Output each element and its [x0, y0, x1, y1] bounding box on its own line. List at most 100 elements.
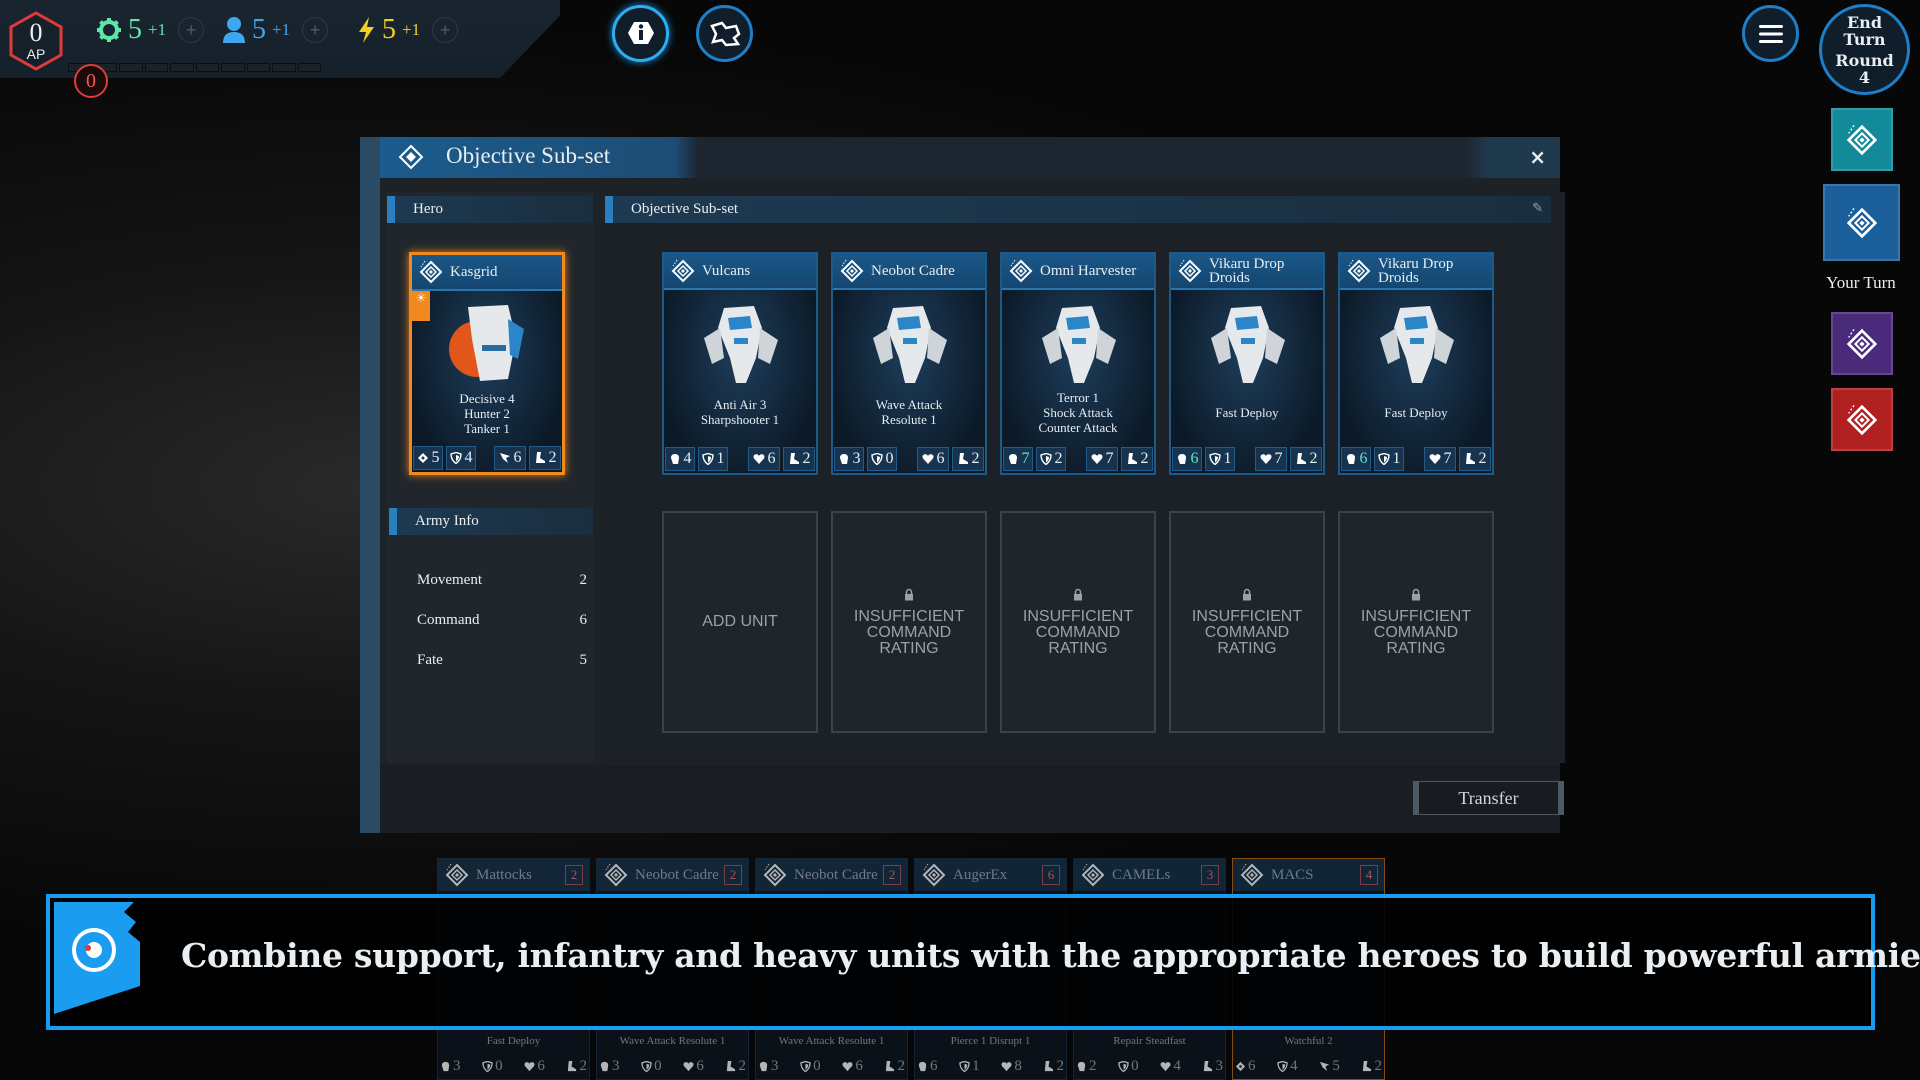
- army-info-label: Fate: [417, 652, 443, 668]
- stat-morale: 6: [494, 446, 526, 470]
- resource-value: 5: [382, 14, 396, 45]
- stat-value: 3: [453, 1058, 461, 1074]
- end-turn-line2: Turn: [1843, 29, 1886, 49]
- stat: 6: [1235, 1058, 1256, 1075]
- objective-subset-dialog: Objective Sub-set × Hero Objective Sub-s…: [360, 137, 1565, 833]
- slot-label: INSUFFICIENT COMMAND RATING: [1360, 607, 1472, 657]
- stat-value: 2: [738, 1058, 746, 1074]
- player-turn-tile[interactable]: [1831, 388, 1893, 451]
- faction-diamond-icon: [1240, 863, 1264, 887]
- edit-pencil-icon[interactable]: ✎: [1532, 200, 1543, 215]
- card-name: Neobot Cadre: [794, 866, 878, 883]
- gear-icon: [97, 18, 121, 42]
- stat-health: 7: [1255, 447, 1287, 471]
- stat-movement: 2: [783, 447, 815, 471]
- fist-icon: [1177, 454, 1186, 464]
- shield-icon: [870, 453, 883, 465]
- stat: 0: [482, 1058, 503, 1075]
- stat-value: 2: [1056, 1058, 1064, 1074]
- stat-value: 6: [696, 1058, 704, 1074]
- unit-cost: 6: [1042, 865, 1060, 885]
- territory-icon: [709, 21, 740, 46]
- stat: 2: [884, 1058, 905, 1075]
- menu-button[interactable]: [1742, 5, 1799, 62]
- faction-diamond-icon: [1846, 124, 1878, 155]
- stat-value: 2: [579, 1058, 587, 1074]
- heart-icon: [753, 454, 764, 464]
- stat: 2: [1361, 1058, 1382, 1075]
- stat-value: 0: [813, 1058, 821, 1074]
- alert-counter[interactable]: 0: [74, 64, 108, 98]
- player-turn-tile[interactable]: [1831, 312, 1893, 375]
- slot-label: INSUFFICIENT COMMAND RATING: [1022, 607, 1134, 657]
- heart-icon: [1260, 454, 1271, 464]
- info-button[interactable]: [612, 5, 669, 62]
- stat-value: 8: [1014, 1058, 1022, 1074]
- unit-portrait-frame: [1360, 298, 1472, 388]
- lock-icon: [1074, 588, 1082, 600]
- add-resource-button[interactable]: +: [432, 17, 459, 43]
- hero-sun-icon: ☀: [412, 291, 430, 321]
- stat-value: 2: [971, 450, 980, 467]
- trait: Decisive 4: [459, 391, 515, 406]
- card-name: Neobot Cadre: [871, 263, 955, 279]
- stat-movement: 2: [529, 446, 561, 470]
- player-turn-tile[interactable]: [1831, 108, 1893, 171]
- stat-value: 3: [1215, 1058, 1223, 1074]
- card-traits: Watchful 2: [1284, 1035, 1333, 1047]
- add-resource-button[interactable]: +: [178, 17, 205, 43]
- shield-icon: [449, 452, 462, 464]
- stat: 4: [1277, 1058, 1298, 1075]
- stat-value: 2: [802, 450, 811, 467]
- card-header: Kasgrid: [412, 255, 562, 291]
- card-traits: Wave Attack Resolute 1: [778, 1035, 885, 1047]
- card-name: CAMELs: [1112, 866, 1171, 883]
- hero-portrait-art: [449, 305, 524, 381]
- fist-icon: [1008, 454, 1017, 464]
- stat-movement: 2: [1121, 447, 1153, 471]
- card-name: Vulcans: [702, 263, 751, 279]
- add-unit-slot[interactable]: ADD UNIT: [662, 511, 818, 733]
- fist-icon: [839, 454, 848, 464]
- resource-increment: +1: [148, 20, 167, 39]
- shield-icon: [482, 1061, 493, 1072]
- locked-unit-slot: INSUFFICIENT COMMAND RATING: [1338, 511, 1494, 733]
- locked-unit-slot: INSUFFICIENT COMMAND RATING: [831, 511, 987, 733]
- close-icon[interactable]: ×: [1529, 145, 1546, 169]
- faction-flag-icon: [54, 902, 140, 1014]
- add-resource-button[interactable]: +: [302, 17, 329, 43]
- resource-value: 5: [252, 14, 266, 45]
- stat-value: 1: [716, 450, 725, 467]
- stat-attack: 4: [665, 447, 695, 471]
- trait: Terror 1: [1056, 390, 1100, 405]
- stat-value: 2: [1309, 450, 1318, 467]
- map-button[interactable]: [696, 5, 753, 62]
- card-header: Vikaru Drop Droids: [1340, 254, 1492, 290]
- stat-value: 0: [654, 1058, 662, 1074]
- trait: Shock Attack: [1043, 405, 1113, 420]
- round-label: Round: [1835, 50, 1894, 70]
- player-turn-tile[interactable]: [1823, 184, 1900, 261]
- stat-movement: 2: [1459, 447, 1491, 471]
- unit-portrait: [1380, 306, 1454, 383]
- card-name: Vikaru Drop Droids: [1209, 256, 1285, 286]
- stat-value: 2: [1054, 450, 1063, 467]
- transfer-button[interactable]: Transfer: [1413, 781, 1564, 815]
